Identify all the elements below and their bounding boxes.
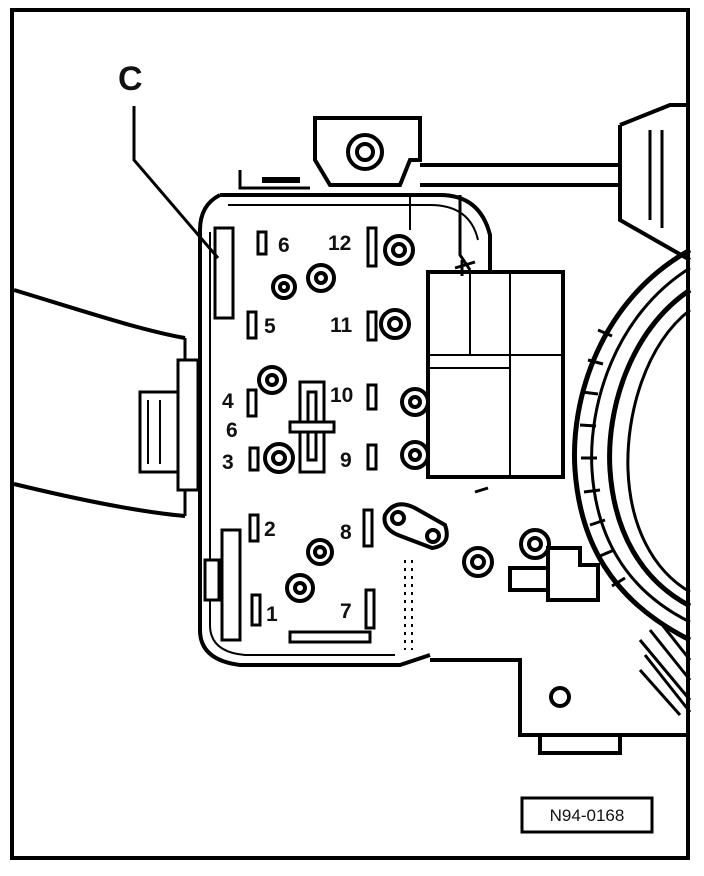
- terminal-label-3: 3: [222, 451, 234, 474]
- terminal-label-7: 7: [340, 600, 352, 623]
- link-plate: [382, 502, 449, 551]
- terminal-label-1: 1: [266, 603, 278, 626]
- terminal-label-11: 11: [330, 314, 353, 337]
- housing-texture: [404, 560, 413, 650]
- slider-contact: [288, 380, 336, 474]
- column-tube: [13, 288, 200, 518]
- terminal-label-8: 8: [340, 521, 352, 544]
- terminal-label-12: 12: [328, 232, 351, 255]
- callout-label-c: C: [118, 60, 143, 98]
- switch-module-housing: [198, 193, 492, 667]
- terminal-label-6-top: 6: [278, 234, 290, 257]
- reference-code: N94-0168: [550, 806, 625, 825]
- clockspring-ring: [571, 247, 692, 716]
- terminal-label-6-mid: 6: [226, 419, 238, 442]
- terminal-label-4: 4: [222, 390, 234, 413]
- housing-rivets: [257, 234, 551, 603]
- terminal-label-2: 2: [264, 518, 276, 541]
- terminal-label-10: 10: [330, 384, 353, 407]
- connector-block: [426, 260, 565, 479]
- terminal-slots: [246, 226, 378, 644]
- small-connector: [474, 486, 600, 602]
- top-bracket: [238, 103, 691, 262]
- lower-bracket: [430, 658, 690, 755]
- reference-code-box: [520, 796, 654, 834]
- terminal-label-9: 9: [340, 449, 352, 472]
- terminal-label-5: 5: [264, 315, 276, 338]
- housing-clips: [203, 226, 242, 642]
- callout-leader-line: [132, 106, 220, 259]
